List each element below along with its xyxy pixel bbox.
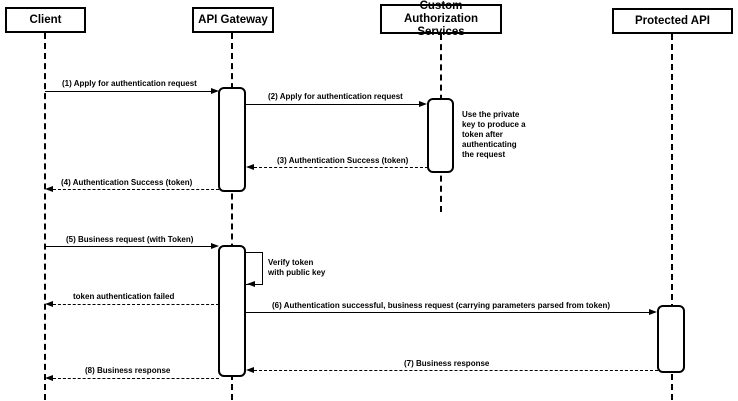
message-label-8: (8) Business response <box>85 366 171 375</box>
message-label-token-failed: token authentication failed <box>73 292 175 301</box>
activation-custom-authorization-services <box>427 98 454 173</box>
actor-box-protected-api: Protected API <box>612 8 733 34</box>
actor-label-client: Client <box>29 13 62 26</box>
message-label-6: (6) Authentication successful, business … <box>272 301 611 310</box>
arrowhead-right-icon <box>211 243 219 249</box>
actor-box-api-gateway: API Gateway <box>192 7 274 33</box>
message-label-3: (3) Authentication Success (token) <box>277 156 409 165</box>
message-label-2: (2) Apply for authentication request <box>268 92 403 101</box>
activation-api-gateway-2 <box>218 245 246 377</box>
arrowhead-left-icon <box>45 186 53 192</box>
message-label-7: (7) Business response <box>404 359 490 368</box>
message-line-6 <box>246 312 650 313</box>
activation-protected-api <box>657 305 685 373</box>
message-label-4: (4) Authentication Success (token) <box>61 178 193 187</box>
message-line-4 <box>53 189 219 190</box>
arrowhead-right-icon <box>419 101 427 107</box>
lifeline-protected-api <box>671 34 673 400</box>
actor-box-custom-authorization-services: Custom Authorization Services <box>380 0 502 38</box>
note-private-key: Use the private key to produce a token a… <box>462 110 526 159</box>
arrowhead-left-icon <box>45 375 53 381</box>
message-line-8 <box>53 378 219 379</box>
self-message-label: Verify token with public key <box>268 258 326 277</box>
arrowhead-left-icon <box>246 367 254 373</box>
lifeline-client <box>44 33 46 400</box>
message-line-5 <box>45 246 211 247</box>
actor-label-protected-api: Protected API <box>635 14 710 27</box>
actor-label-custom-authorization-services: Custom Authorization Services <box>403 0 479 38</box>
arrowhead-left-icon <box>246 164 254 170</box>
message-line-token-failed <box>53 304 219 305</box>
lifeline-api-gateway <box>231 33 233 400</box>
arrowhead-right-icon <box>649 309 657 315</box>
actor-label-api-gateway: API Gateway <box>198 13 268 26</box>
arrowhead-left-icon <box>45 301 53 307</box>
arrowhead-right-icon <box>211 88 219 94</box>
message-line-1 <box>45 91 211 92</box>
message-line-3 <box>254 167 428 168</box>
arrowhead-left-icon <box>247 281 255 287</box>
actor-box-client: Client <box>5 7 86 33</box>
activation-api-gateway-1 <box>218 87 246 192</box>
message-label-5: (5) Business request (with Token) <box>66 235 194 244</box>
message-line-2 <box>246 104 420 105</box>
message-label-1: (1) Apply for authentication request <box>62 79 197 88</box>
message-line-7 <box>254 370 658 371</box>
